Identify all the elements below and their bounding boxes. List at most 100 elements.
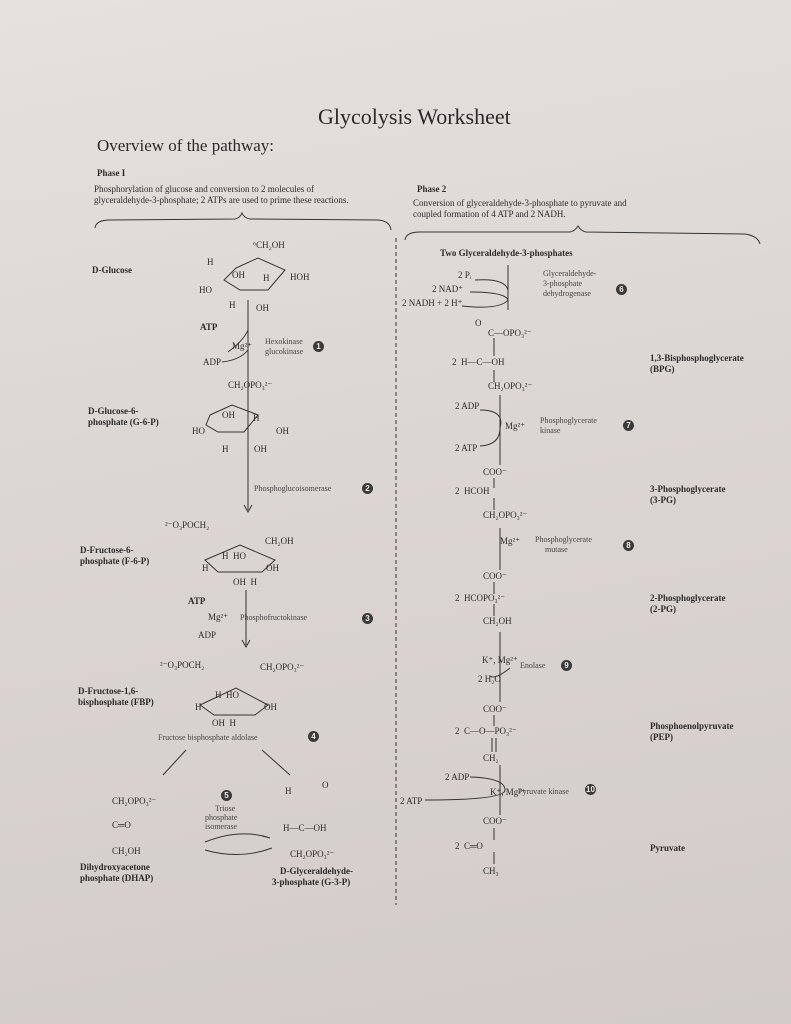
structure-text: OH — [254, 444, 267, 454]
fbp-ring — [199, 687, 269, 716]
structure-text: CH₂OPO₃²⁻ — [112, 796, 157, 806]
cofactor-h2o: 2 H₂O — [478, 674, 501, 684]
enzyme-phosphoglycerate-kinase: Phosphoglycerate — [540, 416, 597, 425]
structure-text: 2 H—C—OH — [452, 357, 505, 367]
structure-text: OH — [266, 563, 279, 573]
cofactor-mg: Mg²⁺ — [500, 536, 520, 546]
structure-text: 2 C—O—PO₃²⁻ — [455, 726, 517, 736]
structure-text: H — [202, 563, 209, 573]
structure-text: ⁶CH₂OH — [253, 240, 285, 250]
enzyme-phosphoglycerate-kinase: kinase — [540, 426, 561, 435]
structure-text: H — [253, 413, 260, 423]
enzyme-pyruvate-kinase: Pyruvate kinase — [518, 787, 569, 796]
enzyme-glucokinase: glucokinase — [265, 347, 304, 356]
step-number: 4 — [308, 731, 319, 742]
structure-text: O — [322, 780, 329, 790]
cofactor-nad: 2 NAD⁺ — [432, 284, 463, 294]
structure-text: CH₂OH — [112, 846, 141, 856]
structure-text: CH₂OH — [483, 616, 512, 626]
structure-text: OH — [222, 410, 235, 420]
cofactor-mg: Mg²⁺ — [208, 612, 228, 622]
structure-text: ²⁻O₃POCH₂ — [165, 520, 210, 530]
label-dhap: Dihydroxyacetone — [80, 862, 150, 872]
phase2-description: Conversion of glyceraldehyde-3-phosphate… — [413, 198, 627, 208]
phase1-description: Phosphorylation of glucose and conversio… — [94, 184, 314, 194]
cofactor-pi: 2 Pᵢ — [458, 270, 472, 280]
structure-text: O — [475, 318, 482, 328]
structure-text: 2 HCOH — [455, 486, 490, 496]
enzyme-aldolase: Fructose bisphosphate aldolase — [158, 733, 258, 742]
phase1-brace — [94, 211, 392, 231]
structure-text: OH — [232, 270, 245, 280]
structure-text: H — [222, 444, 229, 454]
structure-text: C═O — [112, 820, 131, 830]
structure-text: H — [263, 273, 270, 283]
label-g6p: phosphate (G-6-P) — [88, 417, 159, 427]
phase2-heading: Phase 2 — [417, 184, 447, 194]
structure-text: H — [195, 702, 202, 712]
phase1-description: glyceraldehyde-3-phosphate; 2 ATPs are u… — [94, 195, 349, 205]
structure-text: CH₂OPO₃²⁻ — [290, 849, 335, 859]
structure-text: CH₂OH — [265, 536, 294, 546]
enzyme-phosphoglucoisomerase: Phosphoglucoisomerase — [254, 484, 332, 493]
cofactor-adp: ADP — [203, 357, 222, 367]
glucose-ring — [223, 257, 286, 291]
phase2-description: coupled formation of 4 ATP and 2 NADH. — [413, 209, 566, 219]
step-number: 1 — [313, 341, 324, 352]
cofactor-mg: Mg²⁺ — [505, 421, 525, 431]
step-number: 10 — [585, 784, 596, 795]
label-pep: Phosphoenolpyruvate — [650, 721, 734, 731]
structure-text: OH — [256, 303, 269, 313]
structure-text: OH H — [233, 577, 257, 587]
label-2pg: (2-PG) — [650, 604, 676, 614]
enzyme-phosphofructokinase: Phosphofructokinase — [240, 613, 308, 622]
structure-text: HO — [199, 285, 212, 295]
section-heading: Overview of the pathway: — [97, 136, 275, 155]
label-g6p: D-Glucose-6- — [88, 406, 139, 416]
structure-text: CH₂OPO₃²⁻ — [483, 510, 528, 520]
enzyme-enolase: Enolase — [520, 661, 546, 670]
structure-text: COO⁻ — [483, 571, 507, 581]
structure-text: CH₂OPO₃²⁻ — [228, 380, 273, 390]
enzyme-triose-phosphate-isomerase: Triose — [215, 804, 236, 813]
structure-text: 2 C═O — [455, 841, 483, 851]
enzyme-triose-phosphate-isomerase: phosphate — [205, 813, 238, 822]
cofactor-atp: 2 ATP — [455, 443, 478, 453]
g6p-ring — [205, 404, 259, 433]
page-title: Glycolysis Worksheet — [318, 104, 511, 129]
structure-text: OH — [264, 702, 277, 712]
structure-text: H HO — [215, 690, 239, 700]
enzyme-triose-phosphate-isomerase: isomerase — [205, 822, 237, 831]
structure-text: CH₂OPO₃²⁻ — [488, 381, 533, 391]
cofactor-k-mg: K⁺, Mg²⁺ — [490, 787, 526, 797]
label-pyruvate: Pyruvate — [650, 843, 685, 853]
structure-text: C—OPO₃²⁻ — [488, 328, 532, 338]
structure-text: CH₃ — [483, 866, 499, 876]
step-number: 3 — [362, 613, 373, 624]
enzyme-gapdh: Glyceraldehyde- — [543, 269, 597, 278]
label-dhap: phosphate (DHAP) — [80, 873, 154, 883]
cofactor-atp: ATP — [188, 596, 206, 606]
structure-text: CH₂OPO₃²⁻ — [260, 662, 305, 672]
cofactor-atp: 2 ATP — [400, 796, 423, 806]
structure-text: H HO — [222, 551, 246, 561]
label-g3p: D-Glyceraldehyde- — [280, 866, 353, 876]
structure-text: H — [285, 786, 292, 796]
label-fbp: D-Fructose-1,6- — [78, 686, 139, 696]
structure-text: H — [229, 300, 236, 310]
step-number: 9 — [561, 660, 572, 671]
label-g3p: 3-phosphate (G-3-P) — [272, 877, 351, 887]
structure-text: COO⁻ — [483, 816, 507, 826]
label-3pg: 3-Phosphoglycerate — [650, 484, 726, 494]
structure-text: 2 HCOPO₃²⁻ — [455, 593, 506, 603]
enzyme-phosphoglycerate-mutase: Phosphoglycerate — [535, 535, 592, 544]
label-f6p: D-Fructose-6- — [80, 545, 134, 555]
structure-text: H — [207, 257, 214, 267]
f6p-ring — [204, 544, 276, 573]
phase2-start: Two Glyceraldehyde-3-phosphates — [440, 248, 573, 258]
cofactor-k-mg: K⁺, Mg²⁺ — [482, 655, 518, 665]
cofactor-atp: ATP — [200, 322, 218, 332]
enzyme-hexokinase: Hexokinase — [265, 337, 303, 346]
cofactor-nadh: 2 NADH + 2 H⁺ — [402, 298, 463, 308]
